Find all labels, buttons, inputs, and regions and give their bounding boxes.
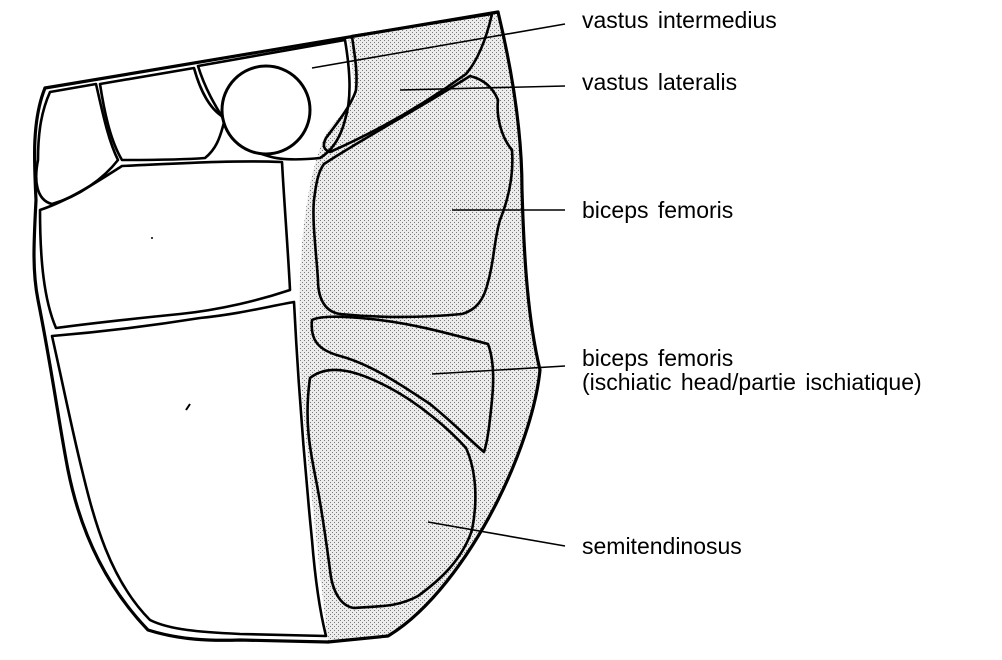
label-vastus-intermedius: vastus intermedius (582, 8, 777, 33)
label-biceps-femoris: biceps femoris (582, 198, 733, 223)
label-biceps-femoris-ischiatic: biceps femoris (582, 346, 733, 371)
label-semitendinosus: semitendinosus (582, 534, 742, 559)
label-ischiatic-head: (ischiatic head/partie ischiatique) (582, 370, 922, 395)
stray-dot (151, 237, 153, 239)
label-vastus-lateralis: vastus lateralis (582, 70, 737, 95)
femur-bone (222, 66, 310, 154)
